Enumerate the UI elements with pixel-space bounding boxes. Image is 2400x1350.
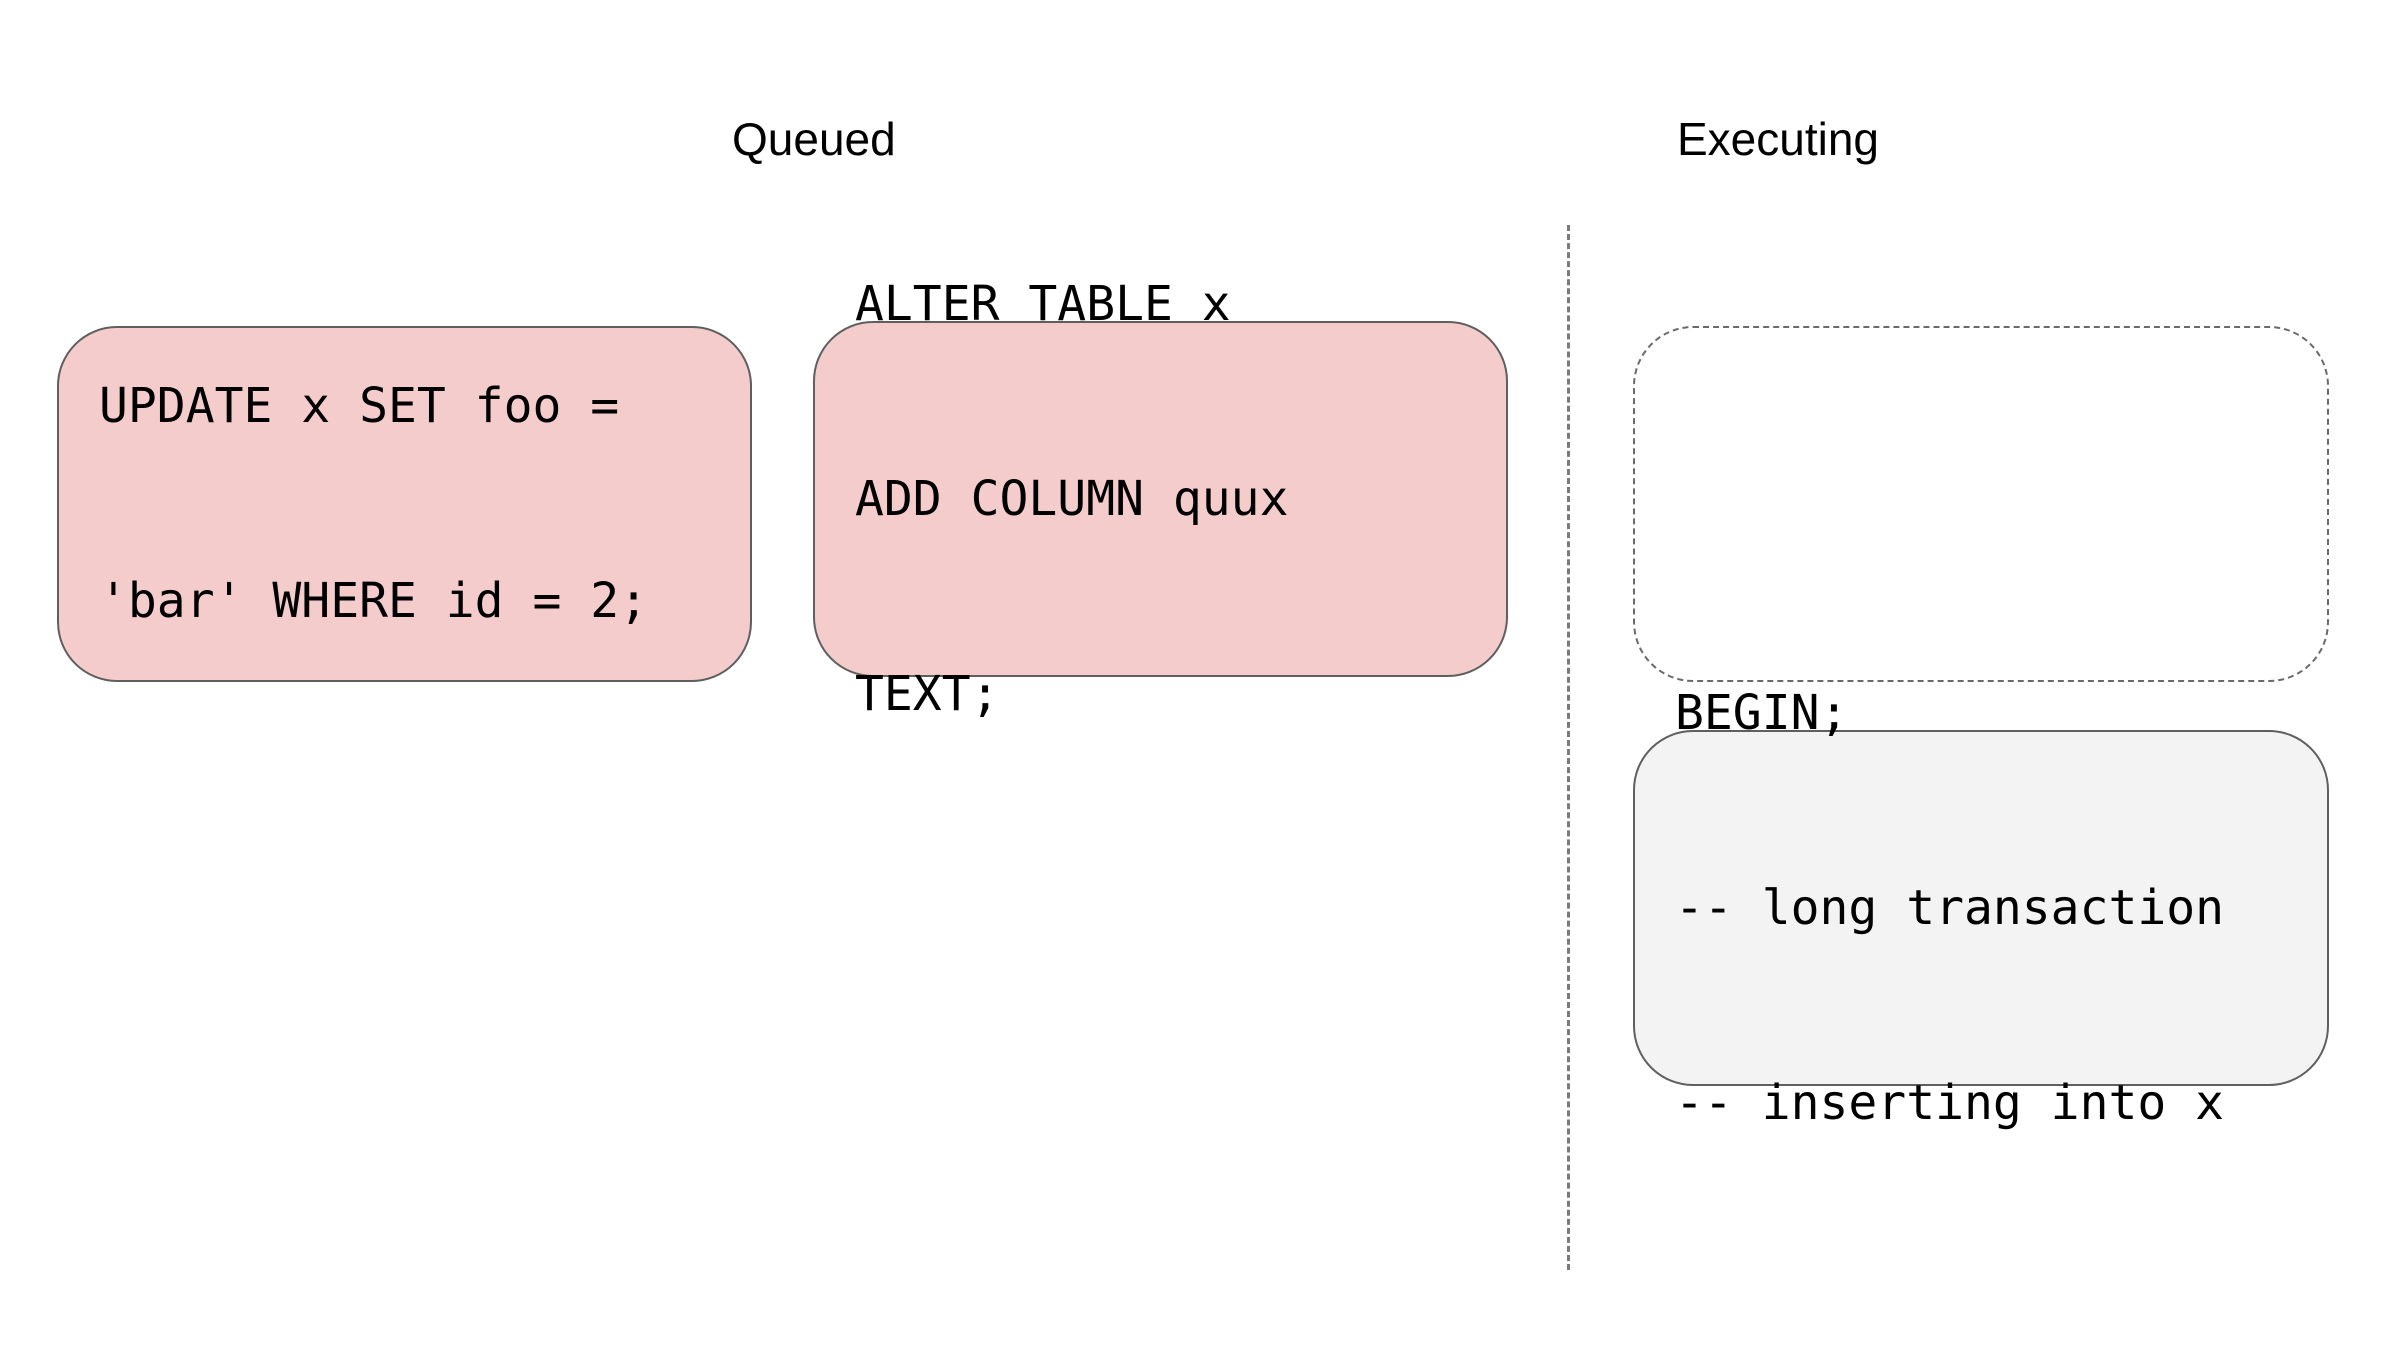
executing-query-transaction: BEGIN; -- long transaction -- inserting … (1633, 685, 2329, 1131)
empty-executing-slot (1633, 326, 2329, 682)
sql-line: BEGIN; (1675, 684, 1849, 741)
sql-line: -- long transaction (1675, 879, 2225, 936)
executing-heading: Executing (1677, 113, 1880, 165)
sql-text: UPDATE x SET foo = 'bar' WHERE id = 2; (99, 244, 648, 764)
column-divider (1567, 225, 1570, 1270)
sql-text: ALTER TABLE x ADD COLUMN quux TEXT; (855, 142, 1288, 857)
sql-line: TEXT; (855, 665, 1000, 722)
sql-line: -- inserting into x (1675, 1074, 2225, 1131)
sql-line: ADD COLUMN quux (855, 470, 1289, 527)
queued-query-alter-table: ALTER TABLE x ADD COLUMN quux TEXT; (813, 276, 1508, 722)
sql-line: UPDATE x SET foo = (99, 378, 620, 434)
sql-line: ALTER TABLE x (855, 275, 1231, 332)
sql-text: BEGIN; -- long transaction -- inserting … (1675, 551, 2224, 1266)
sql-line: 'bar' WHERE id = 2; (99, 573, 649, 629)
queued-query-update: UPDATE x SET foo = 'bar' WHERE id = 2; (57, 326, 752, 682)
queued-heading: Queued (732, 113, 896, 165)
